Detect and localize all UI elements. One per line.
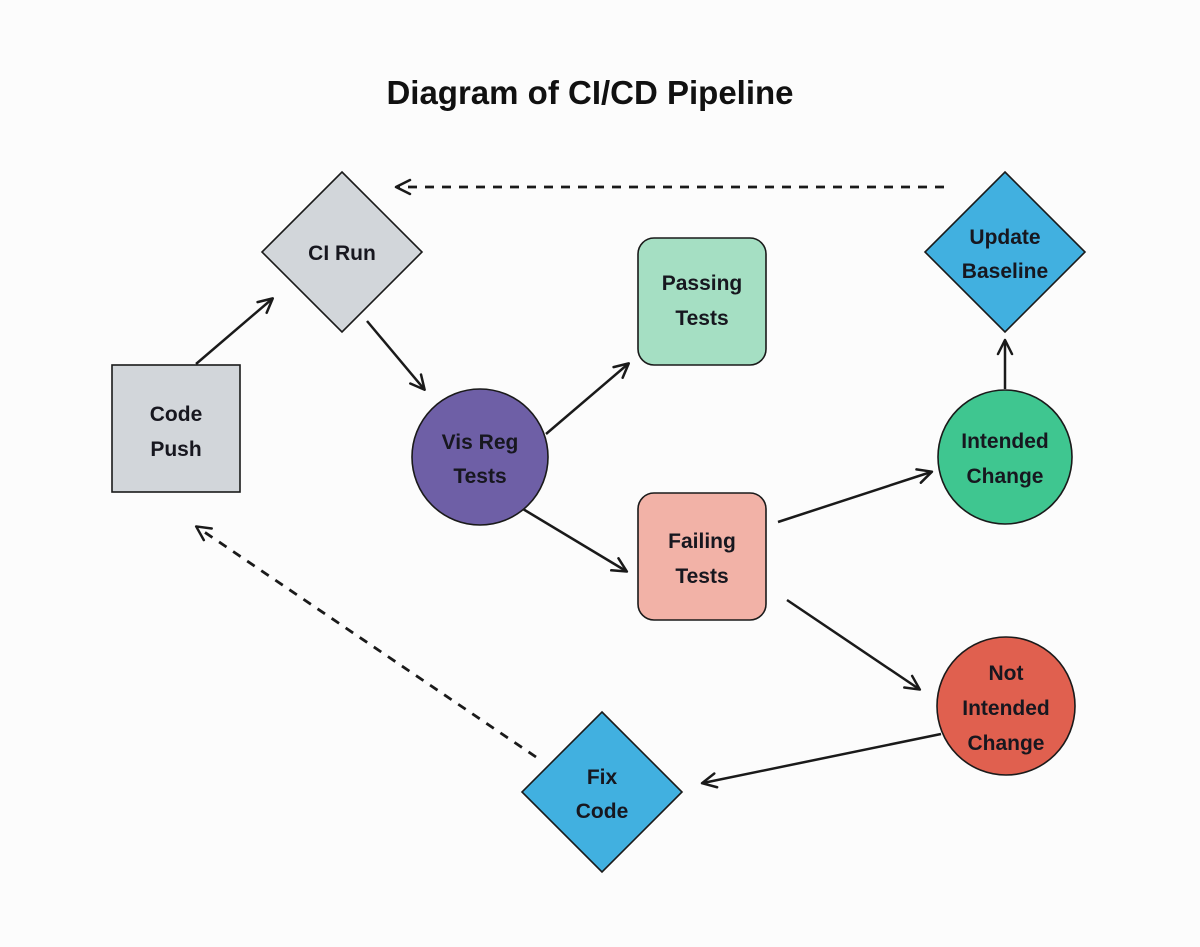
- node-not-intended-change: Not Intended Change: [936, 636, 1076, 776]
- node-failing-tests: Failing Tests: [637, 492, 767, 621]
- update-baseline-label-line2: Baseline: [962, 260, 1048, 283]
- edge-ci-run-to-vis-reg-tests: [366, 320, 426, 392]
- not-intended-change-label-line3: Change: [967, 732, 1044, 755]
- failing-tests-rounded-rectangle: [637, 492, 767, 621]
- edge-vis-reg-tests-to-passing-tests: [545, 362, 631, 435]
- ci-run-label: CI Run: [308, 242, 376, 265]
- vis-reg-tests-label-line1: Vis Reg: [442, 431, 519, 454]
- edge-failing-tests-to-not-intended-change: [786, 598, 922, 691]
- intended-change-label-line2: Change: [966, 465, 1043, 488]
- fix-code-label-line2: Code: [576, 800, 629, 823]
- update-baseline-label-line1: Update: [969, 226, 1040, 249]
- failing-tests-label-line1: Failing: [668, 530, 736, 553]
- node-passing-tests: Passing Tests: [637, 237, 767, 366]
- not-intended-change-label-line1: Not: [989, 662, 1024, 685]
- passing-tests-label-line1: Passing: [662, 272, 743, 295]
- code-push-rectangle: [111, 364, 241, 493]
- edge-vis-reg-tests-to-failing-tests: [522, 507, 629, 573]
- node-ci-run: CI Run: [260, 170, 424, 334]
- edge-failing-tests-to-intended-change: [777, 468, 934, 524]
- node-code-push: Code Push: [111, 364, 241, 493]
- edge-code-push-to-ci-run: [195, 297, 275, 365]
- ci-run-diamond: [260, 170, 424, 334]
- not-intended-change-circle: [936, 636, 1076, 776]
- code-push-label-line2: Push: [150, 438, 201, 461]
- intended-change-circle: [937, 389, 1073, 525]
- node-fix-code: Fix Code: [520, 710, 684, 874]
- fix-code-label-line1: Fix: [587, 766, 618, 789]
- edge-fix-code-to-code-push: [194, 525, 537, 759]
- passing-tests-label-line2: Tests: [675, 307, 728, 330]
- page-title: Diagram of CI/CD Pipeline: [386, 74, 793, 111]
- edge-not-intended-change-to-fix-code: [700, 732, 942, 789]
- update-baseline-diamond: [923, 170, 1087, 334]
- code-push-label-line1: Code: [150, 403, 203, 426]
- passing-tests-rounded-rectangle: [637, 237, 767, 366]
- intended-change-label-line1: Intended: [961, 430, 1049, 453]
- vis-reg-tests-circle: [411, 388, 549, 526]
- not-intended-change-label-line2: Intended: [962, 697, 1050, 720]
- node-update-baseline: Update Baseline: [923, 170, 1087, 334]
- vis-reg-tests-label-line2: Tests: [453, 465, 506, 488]
- fix-code-diamond: [520, 710, 684, 874]
- node-vis-reg-tests: Vis Reg Tests: [411, 388, 549, 526]
- failing-tests-label-line2: Tests: [675, 565, 728, 588]
- node-intended-change: Intended Change: [937, 389, 1073, 525]
